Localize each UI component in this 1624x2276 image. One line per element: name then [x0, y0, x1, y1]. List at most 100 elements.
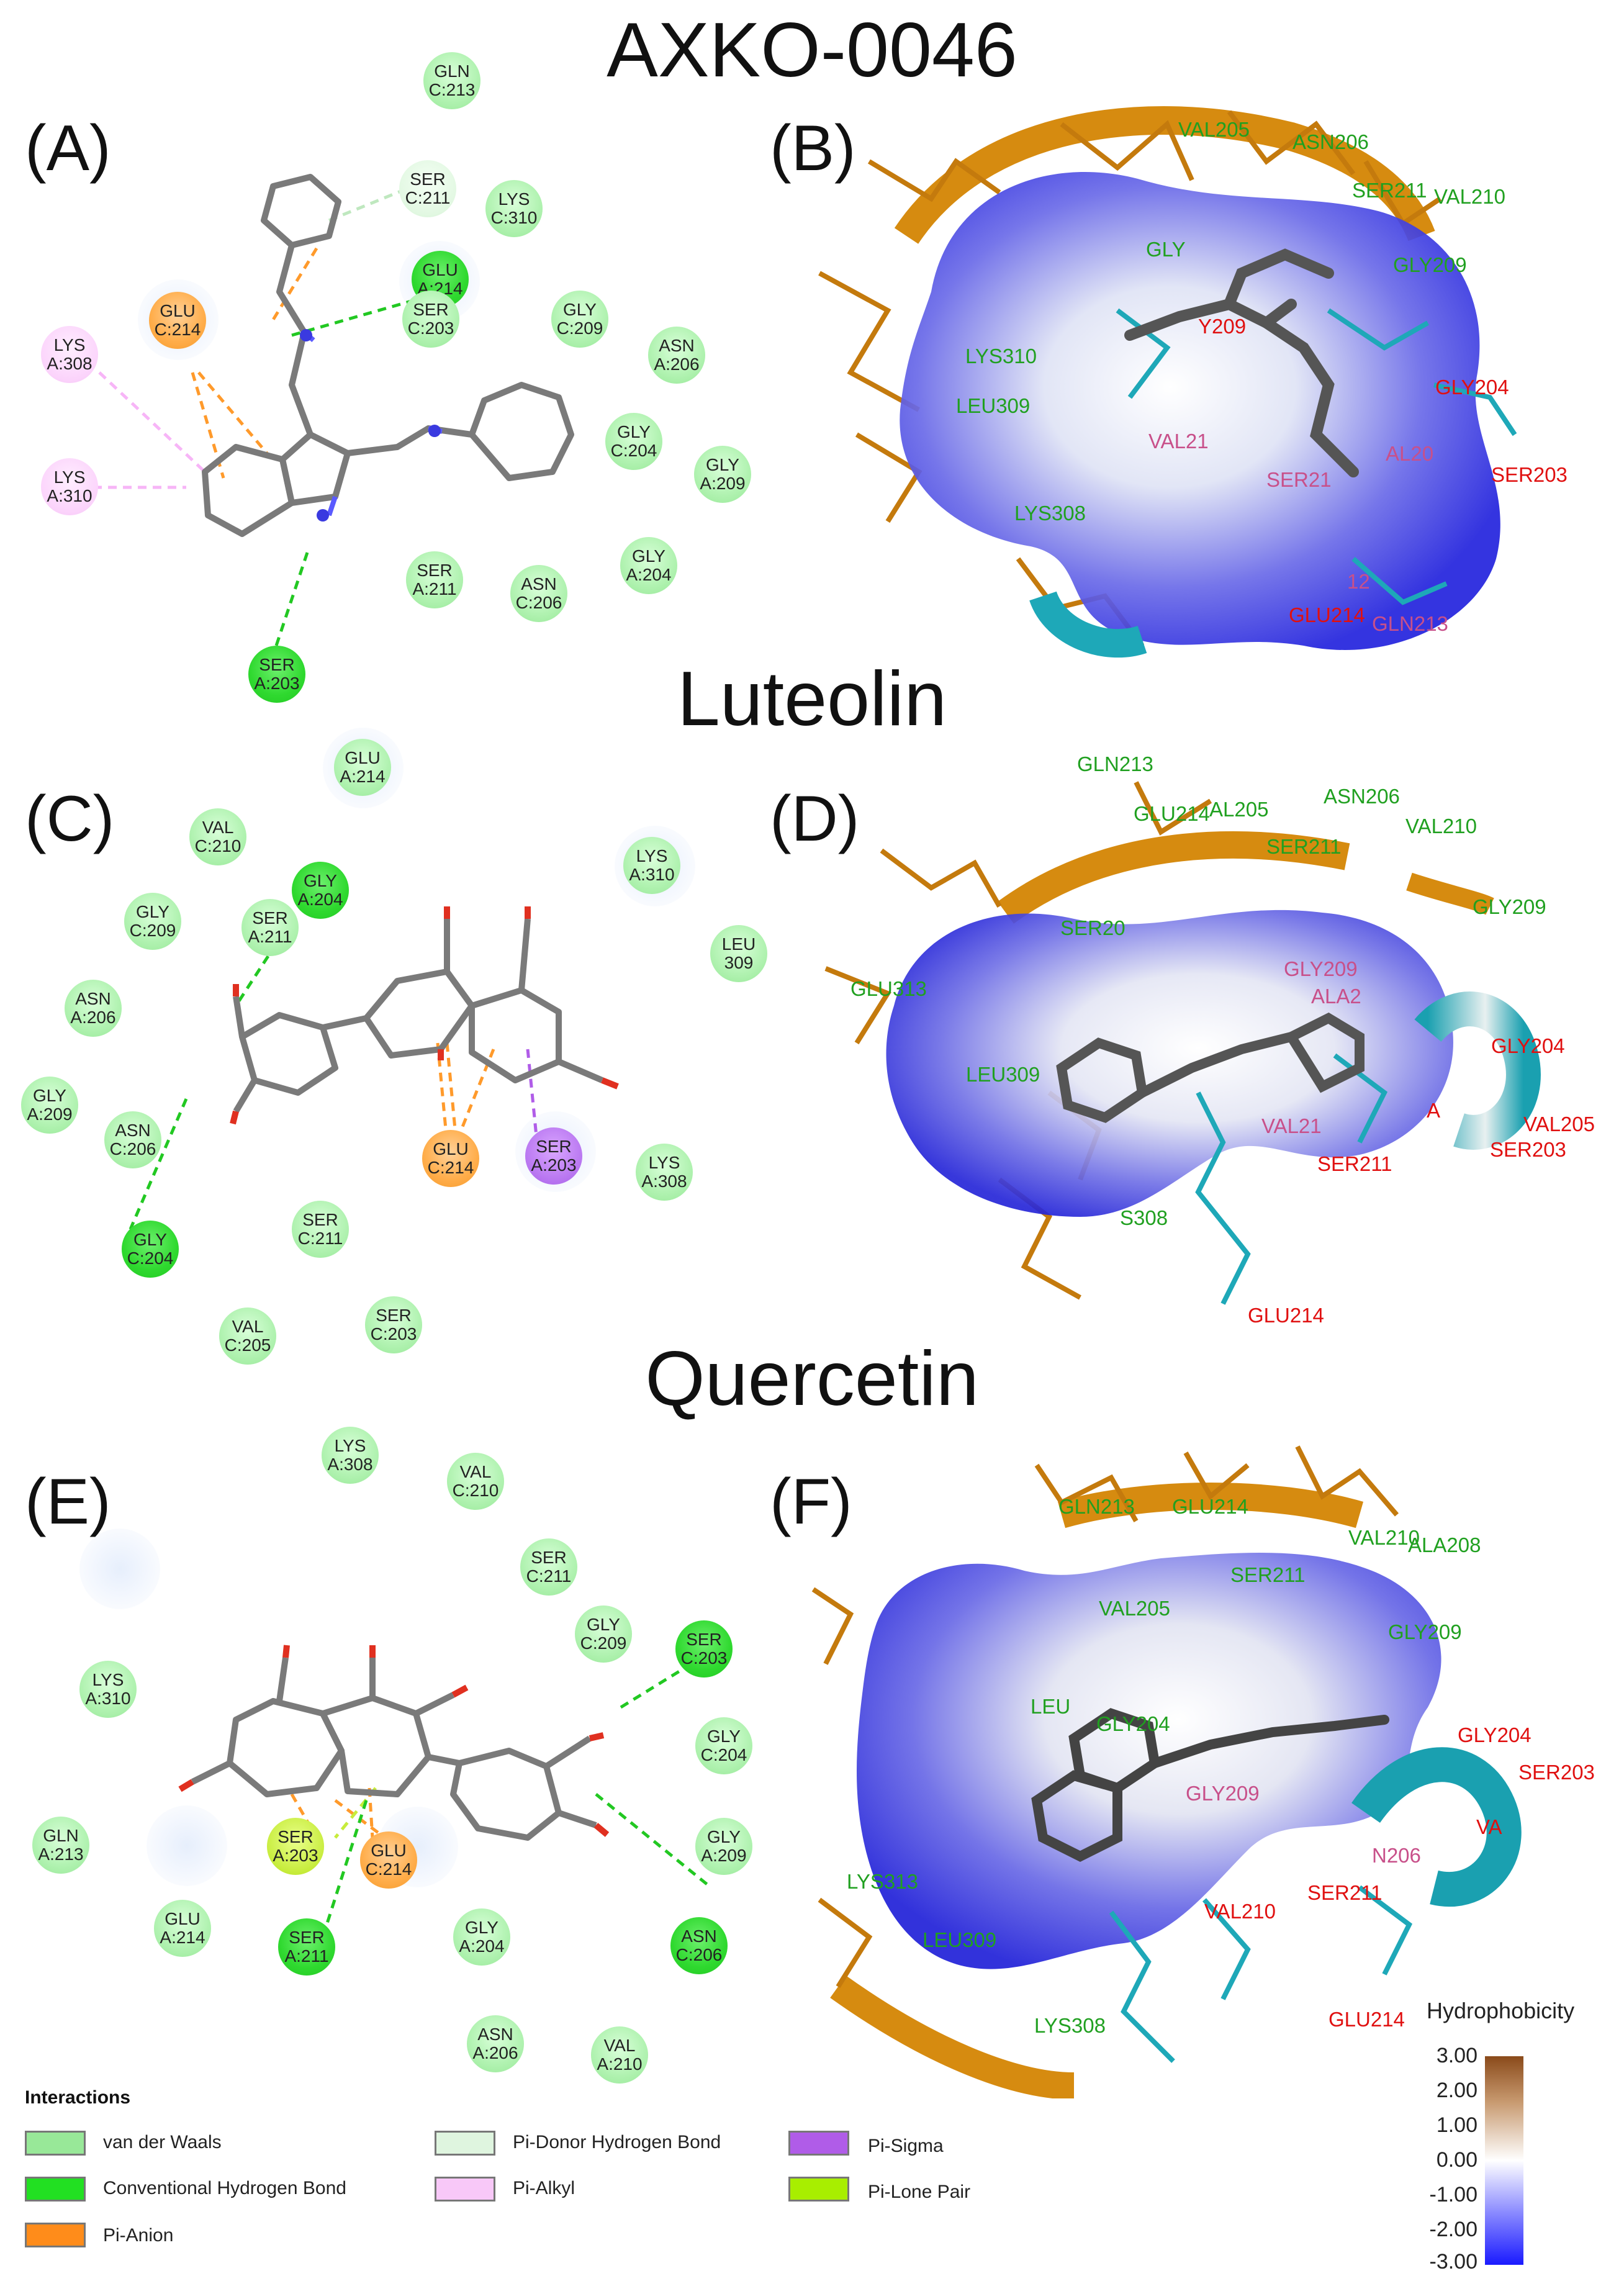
- panel-d-surface: [824, 781, 1541, 1305]
- label-f-6: VAL205: [1099, 1597, 1170, 1620]
- legend-label-vdw: van der Waals: [103, 2132, 222, 2152]
- label-f-10: SER203: [1518, 1761, 1595, 1784]
- panel-e-ligand: [178, 1645, 712, 1938]
- panel-label-d: (D): [770, 783, 860, 855]
- label-b-6: LYS310: [965, 345, 1037, 368]
- label-d-10: ALA2: [1311, 985, 1361, 1008]
- label-d-16: SER211: [1317, 1152, 1392, 1175]
- label-f-5: GLY209: [1388, 1620, 1462, 1643]
- colorbar-tick-2: 1.00: [1436, 2113, 1477, 2137]
- label-b-12: SER21: [1266, 468, 1332, 491]
- label-b-10: VAL21: [1148, 430, 1209, 453]
- panel-label-e: (E): [25, 1466, 111, 1538]
- label-b-16: GLU214: [1289, 603, 1365, 626]
- label-b-1: ASN206: [1292, 130, 1369, 153]
- panel-f-surface: [811, 1445, 1522, 2098]
- label-f-11: GLY209: [1186, 1782, 1260, 1805]
- title-axko: AXKO-0046: [607, 7, 1017, 93]
- panel-label-c: (C): [25, 783, 115, 855]
- label-b-7: Y209: [1198, 315, 1247, 338]
- panel-c-ligand: [129, 906, 619, 1230]
- label-f-16: VAL210: [1204, 1900, 1276, 1923]
- label-f-15: SER211: [1307, 1881, 1383, 1904]
- label-b-5: GLY209: [1393, 253, 1467, 276]
- legend-label-hbond: Conventional Hydrogen Bond: [103, 2178, 346, 2198]
- label-f-8: LEU: [1031, 1695, 1071, 1718]
- legend-swatch-pisigma: [788, 2131, 849, 2156]
- legend-swatch-vdw: [25, 2131, 86, 2156]
- label-f-19: LYS308: [1034, 2014, 1106, 2037]
- label-f-3: ALA208: [1408, 1533, 1481, 1556]
- panel-label-a: (A): [25, 112, 111, 184]
- label-d-2: AL205: [1209, 798, 1269, 821]
- label-b-2: SER211: [1352, 179, 1427, 202]
- label-f-17: LEU309: [923, 1928, 997, 1951]
- label-d-15: VAL205: [1523, 1113, 1595, 1136]
- label-d-7: SER20: [1060, 916, 1126, 939]
- legend-label-pianion: Pi-Anion: [103, 2225, 174, 2246]
- legend-title: Interactions: [25, 2087, 131, 2108]
- label-d-0: GLN213: [1077, 752, 1153, 775]
- label-d-8: GLU313: [850, 977, 927, 1000]
- colorbar-tick-3: 0.00: [1436, 2148, 1477, 2172]
- label-b-0: VAL205: [1178, 118, 1250, 141]
- label-d-18: S308: [1120, 1206, 1168, 1229]
- label-d-3: ASN206: [1324, 785, 1400, 808]
- label-d-17: SER203: [1490, 1138, 1566, 1161]
- colorbar-gradient: [1485, 2056, 1523, 2265]
- label-f-9: GLY204: [1458, 1723, 1532, 1746]
- label-d-6: GLY209: [1473, 895, 1546, 918]
- label-f-1: GLU214: [1172, 1495, 1248, 1518]
- legend-label-pialkyl: Pi-Alkyl: [513, 2178, 575, 2198]
- label-f-4: SER211: [1230, 1563, 1306, 1586]
- label-b-15: 12: [1347, 570, 1370, 593]
- label-d-9: GLY209: [1284, 957, 1358, 980]
- label-f-2: VAL210: [1348, 1526, 1420, 1549]
- label-f-12: VA: [1476, 1815, 1502, 1838]
- legend-swatch-pialkyl: [435, 2177, 495, 2201]
- legend-swatch-pianion: [25, 2223, 86, 2247]
- label-b-17: GLN213: [1372, 612, 1448, 635]
- panel-a-ligand: [93, 174, 574, 646]
- legend-label-pidonor: Pi-Donor Hydrogen Bond: [513, 2132, 721, 2152]
- label-f-14: LYS313: [847, 1870, 918, 1893]
- label-b-4: GLY: [1146, 238, 1186, 261]
- label-d-5: SER211: [1266, 835, 1342, 858]
- colorbar-tick-4: -1.00: [1429, 2183, 1478, 2206]
- label-d-19: GLU214: [1248, 1304, 1324, 1327]
